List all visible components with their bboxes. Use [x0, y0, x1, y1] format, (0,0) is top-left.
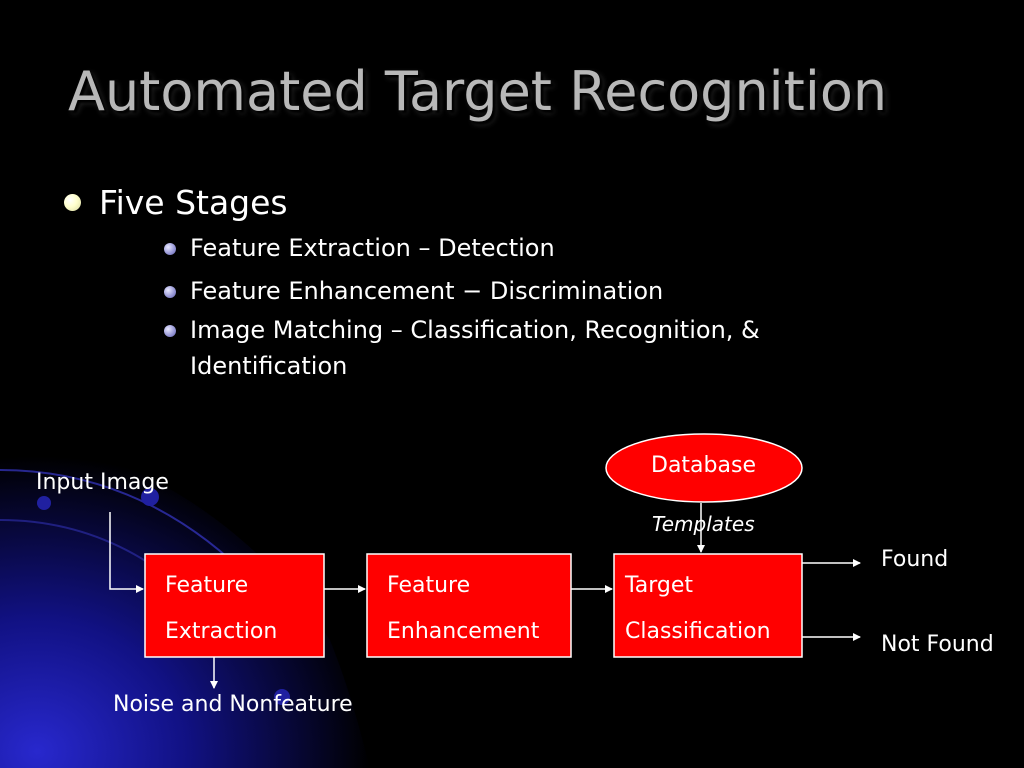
box-label-line1: Target — [625, 573, 694, 598]
input-image-label: Input Image — [36, 470, 169, 495]
templates-label: Templates — [652, 512, 755, 536]
swoosh-dot — [37, 496, 51, 510]
target-classification-box — [613, 553, 803, 658]
bullet-five-stages: Five Stages — [64, 183, 288, 222]
subbullet-3: Image Matching – Classification, Recogni… — [164, 312, 870, 384]
subbullet-text: Feature Enhancement − Discrimination — [190, 277, 664, 305]
bullet-dot-icon — [164, 325, 176, 337]
box-label-line1: Feature — [165, 573, 249, 598]
bullet-dot-icon — [164, 243, 176, 255]
swoosh-dot — [274, 689, 290, 705]
not-found-label: Not Found — [881, 632, 994, 657]
box-label-line2: Classification — [625, 619, 771, 644]
feature-enhancement-box — [366, 553, 572, 658]
box-label-line2: Enhancement — [387, 619, 540, 644]
subbullet-text: Feature Extraction – Detection — [190, 234, 555, 262]
subbullet-text: Image Matching – Classification, Recogni… — [190, 316, 760, 380]
box-label-line2: Extraction — [165, 619, 278, 644]
subbullet-1: Feature Extraction – Detection — [164, 230, 870, 266]
slide-title: Automated Target Recognition — [68, 60, 888, 123]
subbullet-2: Feature Enhancement − Discrimination — [164, 273, 870, 309]
input-arrow — [109, 512, 144, 593]
database-label: Database — [651, 453, 756, 478]
swoosh-dot — [141, 488, 159, 506]
noise-label: Noise and Nonfeature — [113, 692, 353, 717]
bullet-dot-icon — [64, 194, 81, 211]
box-label-line1: Feature — [387, 573, 471, 598]
bullet-text: Five Stages — [99, 183, 288, 222]
feature-extraction-box — [144, 553, 325, 658]
database-ellipse — [605, 433, 803, 503]
found-label: Found — [881, 547, 949, 572]
bullet-dot-icon — [164, 286, 176, 298]
